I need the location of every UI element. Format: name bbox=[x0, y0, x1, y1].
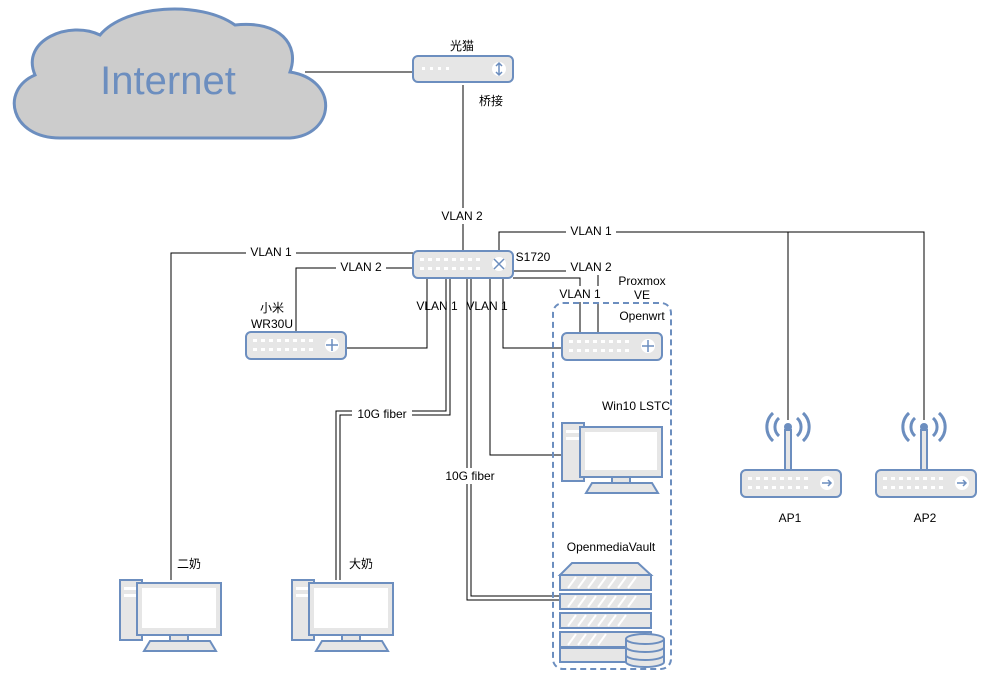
router-lan-vlan-label: VLAN 1 bbox=[416, 299, 458, 313]
omv-fiber-label: 10G fiber bbox=[445, 469, 494, 483]
ap-vlan-label: VLAN 1 bbox=[570, 224, 612, 238]
ap1-label: AP1 bbox=[779, 511, 802, 525]
pc2-vlan-label: VLAN 1 bbox=[250, 245, 292, 259]
database-icon bbox=[625, 633, 665, 668]
link-switch-router-wan bbox=[295, 267, 413, 332]
link-router-lan bbox=[346, 278, 428, 349]
link-switch-pc2 bbox=[170, 252, 413, 580]
openwrt-device[interactable] bbox=[561, 332, 663, 361]
openwrt-label: Openwrt bbox=[619, 309, 665, 323]
pc1-label: 大奶 bbox=[349, 557, 373, 571]
router-label-line1: 小米 bbox=[260, 301, 284, 315]
internet-cloud: Internet bbox=[12, 7, 328, 140]
pc1-fiber-label: 10G fiber bbox=[357, 407, 406, 421]
core-switch-device[interactable] bbox=[412, 250, 514, 279]
pc1-computer[interactable] bbox=[291, 579, 394, 652]
win10-pc[interactable] bbox=[561, 422, 663, 494]
link-fiber-omv-a bbox=[466, 278, 562, 601]
win10-vlan-label: VLAN 1 bbox=[466, 299, 508, 313]
ap2-device[interactable] bbox=[875, 411, 977, 498]
uplink-vlan-label: VLAN 2 bbox=[441, 209, 483, 223]
omv-label: OpenmediaVault bbox=[567, 540, 656, 554]
win10-label: Win10 LSTC bbox=[602, 399, 670, 413]
link-switch-openwrt-vlan1 bbox=[502, 278, 562, 349]
openwrt-vlan2-label: VLAN 2 bbox=[570, 260, 612, 274]
pc2-label: 二奶 bbox=[177, 557, 201, 571]
proxmox-container bbox=[552, 302, 672, 670]
ap1-device[interactable] bbox=[740, 411, 842, 498]
link-fiber-omv-b bbox=[470, 278, 562, 597]
pc2-computer[interactable] bbox=[119, 579, 222, 652]
link-switch-win10 bbox=[489, 278, 562, 456]
router-vlan-label: VLAN 2 bbox=[340, 260, 382, 274]
link-openwrt-vlan1-extra bbox=[513, 277, 581, 333]
omv-server[interactable] bbox=[557, 562, 665, 668]
link-switch-ap2 bbox=[498, 231, 925, 420]
ont-label: 光猫 bbox=[450, 39, 474, 53]
openwrt-vlan1-label: VLAN 1 bbox=[559, 287, 601, 301]
proxmox-label-line2: VE bbox=[634, 288, 650, 302]
router-label-line2: WR30U bbox=[251, 317, 293, 331]
proxmox-label-line1: Proxmox bbox=[618, 274, 665, 288]
ont-device[interactable] bbox=[412, 55, 514, 83]
ont-mode-label: 桥接 bbox=[479, 93, 503, 108]
link-fiber-pc1-b bbox=[339, 278, 451, 580]
ap2-label: AP2 bbox=[914, 511, 937, 525]
link-fiber-pc1-a bbox=[335, 278, 447, 580]
internet-label: Internet bbox=[100, 59, 236, 103]
router-device[interactable] bbox=[245, 331, 347, 360]
core-switch-label: S1720 bbox=[516, 250, 551, 264]
